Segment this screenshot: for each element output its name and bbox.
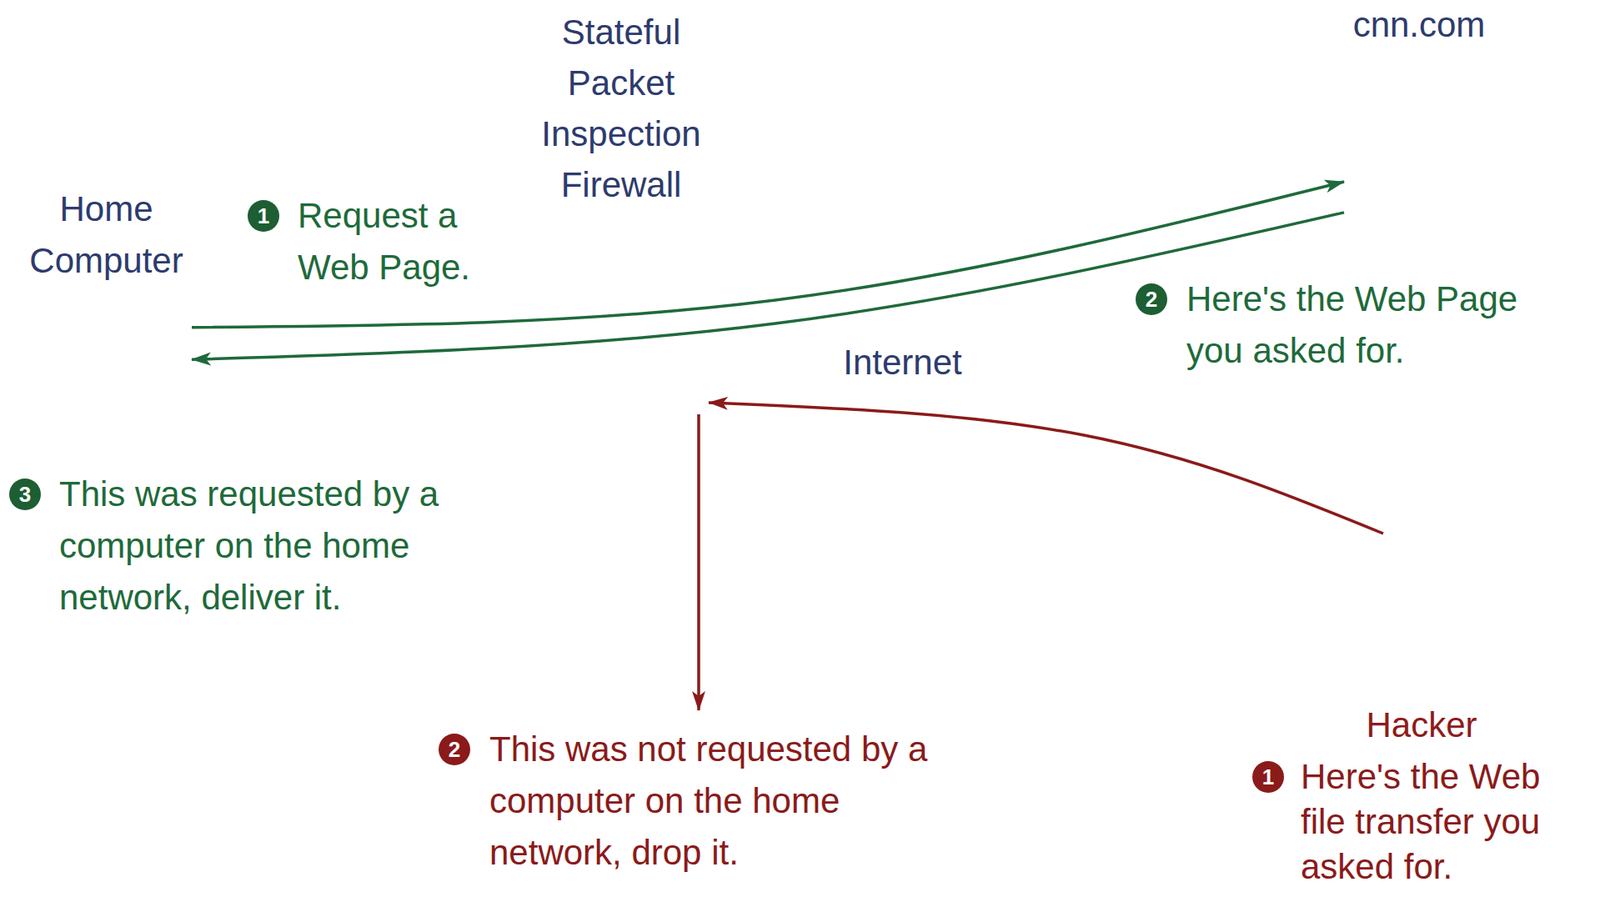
hacker-part — [1392, 544, 1451, 584]
arrow-connector — [708, 402, 1384, 534]
server-part — [1366, 55, 1447, 212]
node-label: Home Computer — [20, 183, 192, 287]
callout-number: 1 — [247, 200, 280, 232]
hacker-part — [1402, 588, 1441, 632]
callout-number: 2 — [1135, 283, 1168, 316]
computer-part — [177, 429, 191, 438]
note-text: This was not requested by a computer on … — [489, 723, 940, 879]
computer-part — [24, 428, 173, 437]
internet-cloud: Internet — [746, 254, 1059, 472]
computer-part — [165, 288, 176, 392]
node-label: Hacker — [1325, 704, 1518, 747]
arrow-connector — [191, 181, 1345, 328]
computer-part — [40, 293, 166, 392]
callout-number: 3 — [9, 478, 41, 511]
computer-part — [52, 303, 155, 381]
server-part — [1366, 45, 1467, 56]
computer-part — [40, 288, 176, 294]
drop-arrow — [697, 414, 701, 711]
node-label: Internet — [746, 341, 1059, 384]
server-part — [1424, 191, 1431, 199]
computer-part — [29, 412, 166, 421]
computer-part — [24, 405, 173, 429]
server-part — [1374, 65, 1439, 77]
node-label: Stateful Packet Inspection Firewall — [533, 6, 709, 211]
firewall-part — [561, 230, 674, 247]
callout-number: 1 — [1252, 761, 1285, 793]
server-part — [1374, 81, 1439, 91]
hacker-part — [1395, 571, 1448, 579]
firewall-part — [648, 250, 674, 467]
hacker-part — [1399, 635, 1445, 681]
note-text: Here's the Web file transfer you asked f… — [1300, 754, 1589, 890]
server-part — [1446, 45, 1467, 212]
computer-node: Home Computer — [20, 183, 192, 451]
note-text: Here's the Web Page you asked for. — [1186, 273, 1562, 377]
computer-part — [72, 391, 136, 402]
hacker-part — [1369, 578, 1474, 596]
firewall-node: Stateful Packet Inspection Firewall — [533, 6, 709, 497]
hacker-part — [1337, 635, 1506, 701]
note-text: Request a Web Page. — [297, 190, 523, 294]
hacker-node: Hacker — [1325, 533, 1518, 747]
firewall-part — [648, 230, 674, 489]
firewall-part — [561, 246, 649, 489]
server-node: cnn.com — [1344, 3, 1495, 217]
computer-part — [175, 406, 186, 429]
node-label: cnn.com — [1344, 3, 1495, 47]
callout-number: 2 — [438, 733, 471, 766]
note-text: This was requested by a computer on the … — [59, 468, 510, 624]
